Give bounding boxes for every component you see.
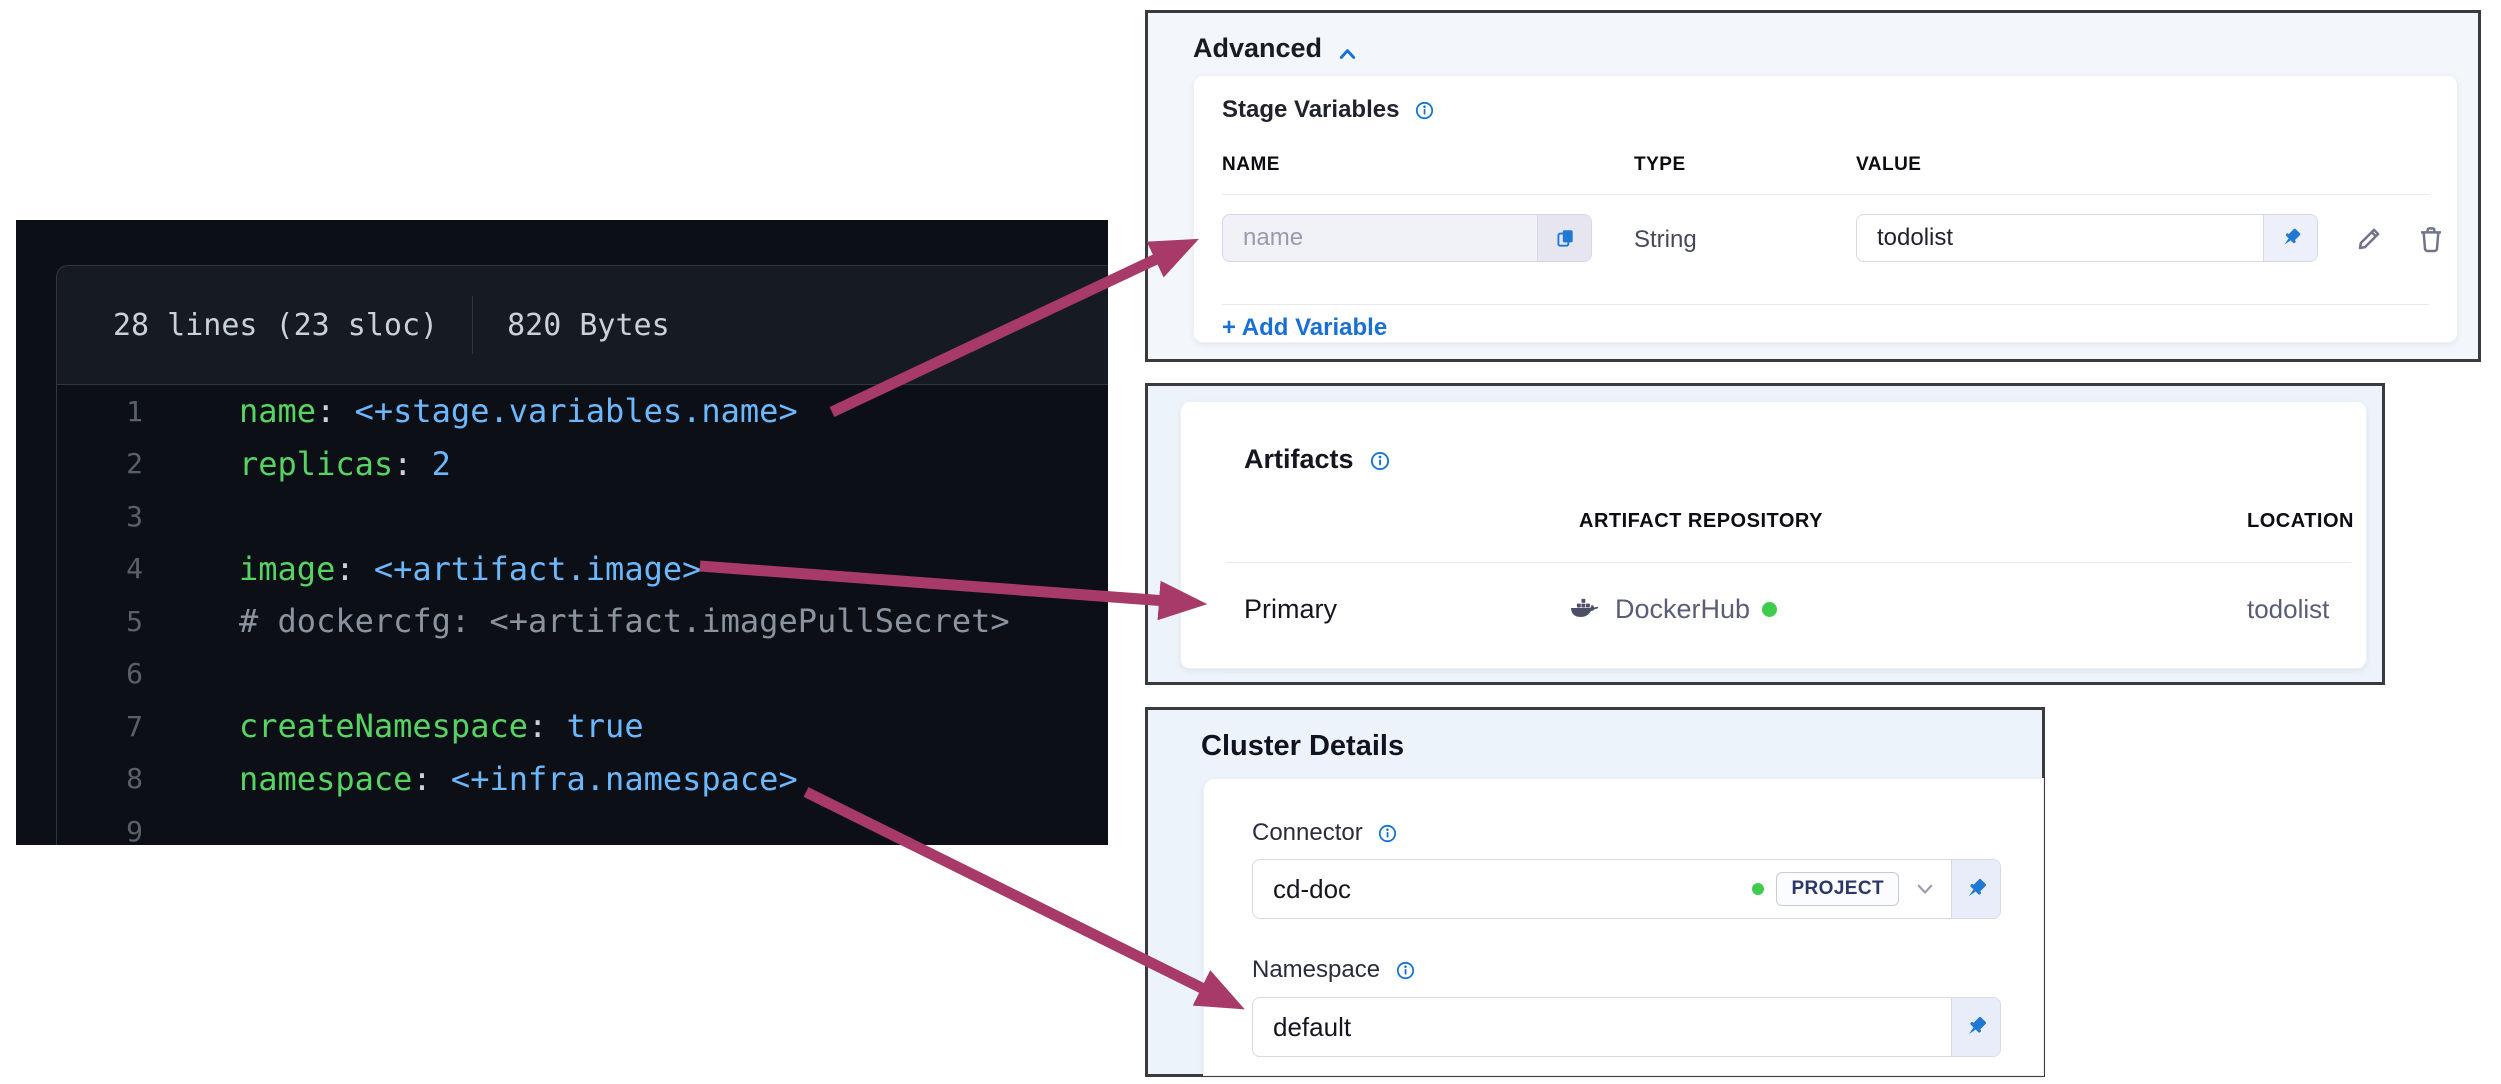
column-header-type: TYPE xyxy=(1634,154,1686,175)
pin-runtime-button[interactable] xyxy=(1951,860,2000,918)
variable-value-text: todolist xyxy=(1877,224,1954,251)
info-icon[interactable] xyxy=(1370,451,1390,471)
code-body: 1 name: <+stage.variables.name> 2 replicas:… xyxy=(56,385,1108,845)
divider xyxy=(1226,562,2351,563)
variable-value-input[interactable]: todolist xyxy=(1856,214,2318,262)
code-line: 7 createNamespace: true xyxy=(57,700,1108,753)
code-line-text: # dockercfg: <+artifact.imagePullSecret> xyxy=(239,602,1010,641)
pin-runtime-button[interactable] xyxy=(1951,998,2000,1056)
code-line: 3 xyxy=(57,490,1108,543)
header-divider xyxy=(472,296,474,354)
advanced-panel: Advanced Stage Variables NAME TYPE VALUE… xyxy=(1145,10,2481,362)
connector-status-dot xyxy=(1752,883,1765,895)
column-header-value: VALUE xyxy=(1856,154,1922,175)
divider xyxy=(1222,194,2429,195)
code-line: 8 namespace: <+infra.namespace> xyxy=(57,753,1108,806)
artifacts-title: Artifacts xyxy=(1244,444,1390,475)
cluster-details-card: Connector cd-doc PROJECT xyxy=(1203,778,2044,1076)
copy-icon xyxy=(1556,230,1573,247)
edit-variable-button[interactable] xyxy=(2354,224,2384,254)
artifacts-card: Artifacts ARTIFACT REPOSITORY LOCATION P… xyxy=(1180,401,2367,673)
code-line: 9 xyxy=(57,805,1108,845)
pin-icon xyxy=(1969,878,1987,896)
connector-input[interactable]: cd-doc PROJECT xyxy=(1252,859,2001,919)
artifact-repository-name: DockerHub xyxy=(1615,594,1751,624)
pencil-icon xyxy=(2358,228,2380,250)
code-line-text: name: <+stage.variables.name> xyxy=(239,392,798,431)
line-number: 7 xyxy=(126,709,143,743)
line-number: 5 xyxy=(126,604,143,638)
code-file-header: 28 lines (23 sloc) 820 Bytes xyxy=(56,265,1108,385)
code-line: 2 replicas: 2 xyxy=(57,438,1108,491)
line-number: 1 xyxy=(126,394,143,428)
variable-name-placeholder: name xyxy=(1243,224,1304,251)
code-line-text: createNamespace: true xyxy=(239,707,644,746)
delete-variable-button[interactable] xyxy=(2416,224,2446,254)
file-size-info: 820 Bytes xyxy=(507,307,670,343)
chevron-down-icon xyxy=(1917,884,1933,894)
artifact-repository-cell[interactable]: DockerHub xyxy=(1569,594,1778,625)
line-number: 6 xyxy=(126,657,143,691)
code-line-text: image: <+artifact.image> xyxy=(239,549,702,588)
line-number: 4 xyxy=(126,552,143,586)
code-file-viewer: 28 lines (23 sloc) 820 Bytes 1 name: <+st… xyxy=(16,220,1108,845)
copy-button[interactable] xyxy=(1537,215,1591,261)
line-number: 2 xyxy=(126,447,143,481)
cluster-details-title: Cluster Details xyxy=(1201,730,1405,762)
stage-variables-text: Stage Variables xyxy=(1222,96,1400,123)
line-number: 3 xyxy=(126,499,143,533)
code-line: 4 image: <+artifact.image> xyxy=(57,543,1108,596)
namespace-label-text: Namespace xyxy=(1252,956,1381,983)
info-icon[interactable] xyxy=(1378,824,1397,843)
code-line-text: namespace: <+infra.namespace> xyxy=(239,759,798,798)
artifact-row-label: Primary xyxy=(1244,594,1337,624)
file-lines-info: 28 lines (23 sloc) xyxy=(113,307,439,343)
advanced-section-toggle[interactable]: Advanced xyxy=(1193,33,1356,64)
divider xyxy=(1226,672,2351,673)
advanced-title: Advanced xyxy=(1193,33,1323,63)
code-line: 1 name: <+stage.variables.name> xyxy=(57,385,1108,438)
pin-runtime-button[interactable] xyxy=(2263,215,2317,261)
connector-scope-badge: PROJECT xyxy=(1776,872,1899,906)
connector-label-text: Connector xyxy=(1252,819,1363,846)
code-line-text: replicas: 2 xyxy=(239,444,451,483)
chevron-up-icon[interactable] xyxy=(1339,47,1356,60)
artifacts-title-text: Artifacts xyxy=(1244,444,1354,474)
pin-icon xyxy=(2284,228,2300,245)
pin-icon xyxy=(1969,1016,1987,1034)
line-number: 9 xyxy=(126,814,143,845)
namespace-value: default xyxy=(1273,1011,1352,1042)
docker-whale-icon xyxy=(1570,598,1599,617)
connector-dropdown-button[interactable] xyxy=(1899,884,1951,895)
variable-name-input[interactable]: name xyxy=(1222,214,1592,262)
info-icon[interactable] xyxy=(1415,101,1434,120)
cluster-details-panel: Cluster Details Connector cd-doc PROJECT xyxy=(1145,707,2045,1077)
artifact-location: todolist xyxy=(2247,594,2330,624)
stage-variables-card: Stage Variables NAME TYPE VALUE name xyxy=(1193,75,2458,343)
artifacts-panel: Artifacts ARTIFACT REPOSITORY LOCATION P… xyxy=(1145,383,2385,685)
add-variable-button[interactable]: + Add Variable xyxy=(1222,314,1388,341)
variable-type-text: String xyxy=(1634,226,1697,253)
trash-icon xyxy=(2421,227,2441,253)
code-line: 5 # dockercfg: <+artifact.imagePullSecret… xyxy=(57,595,1108,648)
namespace-label: Namespace xyxy=(1252,956,1415,984)
connector-value: cd-doc xyxy=(1273,873,1352,904)
line-number: 8 xyxy=(126,762,143,796)
info-icon[interactable] xyxy=(1396,961,1415,980)
connector-label: Connector xyxy=(1252,819,1397,847)
stage-variables-label: Stage Variables xyxy=(1222,96,1434,124)
column-header-repository: ARTIFACT REPOSITORY xyxy=(1579,510,1823,532)
code-line: 6 xyxy=(57,648,1108,701)
divider xyxy=(1222,304,2429,305)
column-header-location: LOCATION xyxy=(2247,510,2354,532)
column-header-name: NAME xyxy=(1222,154,1280,175)
connected-status-dot xyxy=(1762,602,1778,617)
namespace-input[interactable]: default xyxy=(1252,997,2001,1057)
